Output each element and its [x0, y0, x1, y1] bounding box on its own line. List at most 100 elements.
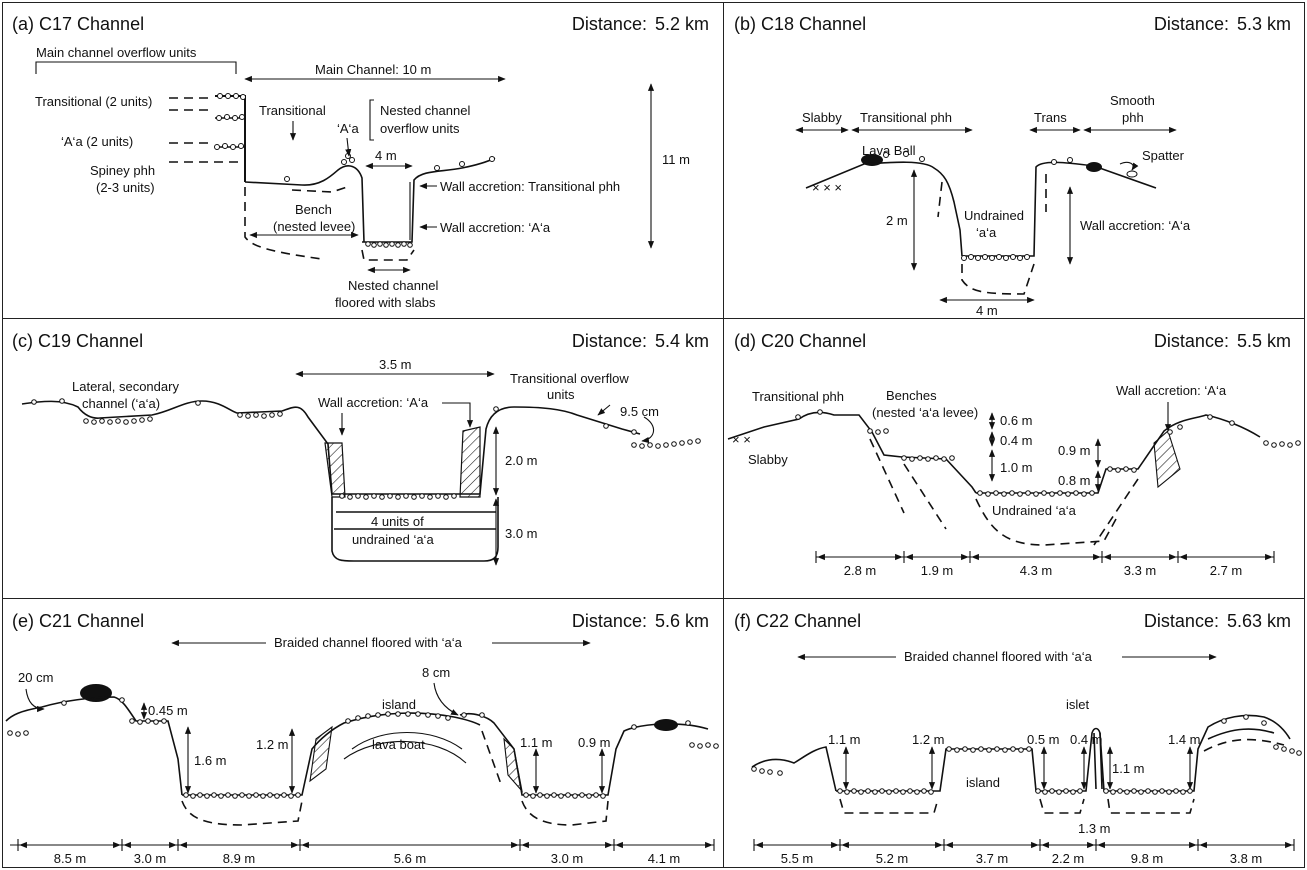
panel-title: (f) C22 Channel [734, 611, 862, 631]
label-nested-floor-2: floored with slabs [335, 295, 436, 310]
width-label: 1.9 m [921, 563, 954, 578]
c19-cross-section: 3.5 m Lateral, secondary channel (‘a‘a) … [21, 357, 701, 566]
island-profile [182, 712, 481, 796]
label-lateral-2: channel (‘a‘a) [82, 396, 160, 411]
label-spatter: Spatter [1142, 148, 1185, 163]
distance-value: 5.63 km [1226, 611, 1291, 631]
right-bank-profile [976, 414, 1261, 494]
panel-c19-channel: (c) C19 Channel Distance:5.4 km 3.5 m La… [2, 319, 724, 599]
width-label: 8.9 m [223, 851, 256, 866]
width-label: 4.1 m [648, 851, 681, 866]
c20-cross-section: Transitional phh Slabby × × Benches (nes… [727, 383, 1301, 578]
label-nested-overflow-2: overflow units [380, 121, 460, 136]
left-bank [21, 400, 333, 495]
label-trans: Trans [1034, 110, 1067, 125]
width-label: 2.2 m [1052, 851, 1085, 866]
label-h09: 0.9 m [578, 735, 611, 750]
panel-title: (c) C19 Channel [12, 331, 144, 351]
label-h16: 1.6 m [194, 753, 227, 768]
label-undrained-2: ‘a‘a [976, 225, 997, 240]
distance-label: Distance: [1143, 611, 1219, 631]
label-three-m: 3.0 m [505, 526, 538, 541]
label-h11a: 1.1 m [828, 732, 861, 747]
label-wall-trans: Wall accretion: Transitional phh [440, 179, 620, 194]
width-label: 9.8 m [1131, 851, 1164, 866]
distance-label: Distance: [1153, 331, 1229, 351]
label-four-m: 4 m [976, 303, 998, 318]
left-channel-wall [805, 161, 963, 257]
label-slabby: Slabby [748, 452, 788, 467]
channel-profile [836, 714, 1291, 792]
width-label: 2.7 m [1210, 563, 1243, 578]
label-h045: 0.45 m [148, 703, 188, 718]
left-bank-profile [5, 696, 183, 796]
label-transitional-phh: Transitional phh [860, 110, 952, 125]
distance-value: 5.5 km [1236, 331, 1291, 351]
label-island: island [382, 697, 416, 712]
width-label: 5.5 m [781, 851, 814, 866]
label-lava-boat: lava boat [372, 737, 425, 752]
label-h04: 0.4 m [1070, 732, 1103, 747]
label-bench-1: Bench [295, 202, 332, 217]
label-islet: islet [1066, 697, 1090, 712]
label-width: 3.5 m [379, 357, 412, 372]
label-cm20: 20 cm [18, 670, 53, 685]
overflow-bracket [35, 61, 237, 74]
label-h08: 0.8 m [1058, 473, 1091, 488]
distance-label: Distance: [1153, 14, 1229, 34]
label-eleven-m: 11 m [662, 152, 690, 167]
right-bank [332, 406, 641, 495]
width-label: 3.0 m [551, 851, 584, 866]
main-channel-wall [215, 95, 246, 182]
label-benches-1: Benches [886, 388, 937, 403]
distance-value: 5.2 km [654, 14, 709, 34]
c22-cross-section: Braided channel floored with ‘a‘a islet … [751, 649, 1302, 866]
c17-cross-section: Main channel overflow units Main Channel… [35, 45, 690, 310]
panel-distance: Distance:5.6 km [572, 611, 709, 632]
label-nested-overflow-1: Nested channel [380, 103, 470, 118]
label-cm: 9.5 cm [620, 404, 659, 419]
label-h04: 0.4 m [1000, 433, 1033, 448]
label-h10: 1.0 m [1000, 460, 1033, 475]
label-wall-aa: Wall accretion: ‘A‘a [440, 220, 551, 235]
label-slabby: Slabby [802, 110, 842, 125]
width-label: 5.6 m [394, 851, 427, 866]
label-h09: 0.9 m [1058, 443, 1091, 458]
label-h06: 0.6 m [1000, 413, 1033, 428]
bench-surface [244, 165, 365, 243]
c21-cross-section: Braided channel floored with ‘a‘a 20 cm … [5, 635, 719, 866]
panel-c21-channel: (e) C21 Channel Distance:5.6 km Braided … [2, 599, 724, 868]
wall-accretion-left [324, 442, 346, 498]
label-units-1: 4 units of [371, 514, 424, 529]
label-undrained-1: Undrained [964, 208, 1024, 223]
label-h05: 0.5 m [1027, 732, 1060, 747]
label-wall-aa: Wall accretion: ‘A‘a [1080, 218, 1191, 233]
label-two-m: 2.0 m [505, 453, 538, 468]
panel-c22-channel: (f) C22 Channel Distance: 5.63 km Braided… [724, 599, 1305, 868]
distance-label: Distance: [571, 331, 647, 351]
panel-distance: Distance:5.2 km [572, 14, 709, 35]
label-lateral-1: Lateral, secondary [72, 379, 179, 394]
width-label: 3.7 m [976, 851, 1009, 866]
label-wall-aa: Wall accretion: ‘A‘a [1116, 383, 1227, 398]
label-cm8: 8 cm [422, 665, 450, 680]
panel-title: (d) C20 Channel [734, 331, 867, 351]
label-four-m: 4 m [375, 148, 397, 163]
left-bank-profile [751, 746, 837, 792]
width-label: 3.0 m [134, 851, 167, 866]
panel-title: (a) C17 Channel [12, 14, 145, 34]
label-benches-2: (nested ‘a‘a levee) [872, 405, 978, 420]
label-braided: Braided channel floored with ‘a‘a [904, 649, 1093, 664]
panel-title: (b) C18 Channel [734, 14, 867, 34]
label-smooth-2: phh [1122, 110, 1144, 125]
panel-distance: Distance: 5.63 km [1144, 611, 1291, 632]
panel-c18-channel: (b) C18 Channel Distance: 5.3 km Slabby T… [724, 2, 1305, 319]
width-label: 4.3 m [1020, 563, 1053, 578]
label-h11b: 1.1 m [1112, 761, 1145, 776]
label-w13: 1.3 m [1078, 821, 1111, 836]
width-label: 3.3 m [1124, 563, 1157, 578]
distance-value: 5.3 km [1236, 14, 1291, 34]
